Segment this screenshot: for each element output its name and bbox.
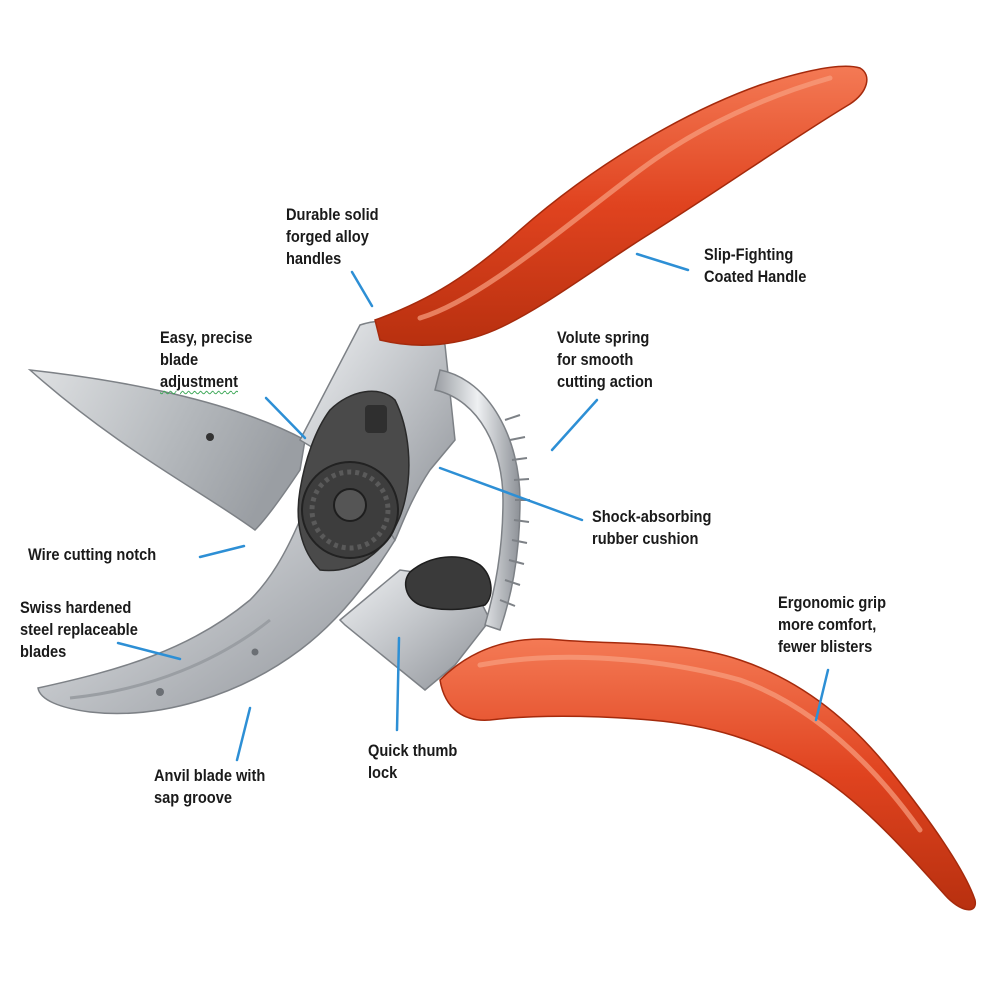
leader-ergonomic-grip (814, 668, 830, 722)
cushion-nub (365, 405, 387, 433)
label-coated-handle: Slip-Fighting Coated Handle (704, 244, 806, 288)
label-forged-handles-line1: Durable solid (286, 205, 379, 224)
leader-shock-cushion (438, 466, 584, 522)
label-shock-cushion: Shock-absorbing rubber cushion (592, 506, 711, 550)
label-anvil-blade: Anvil blade with sap groove (154, 765, 265, 809)
label-swiss-blades: Swiss hardened steel replaceable blades (20, 597, 138, 663)
label-ergonomic-grip-line2: more comfort, (778, 615, 877, 634)
label-forged-handles-line2: forged alloy (286, 227, 369, 246)
leader-blade-adjustment (264, 396, 307, 440)
spring-coils (499, 414, 530, 607)
leader-anvil-blade (235, 706, 252, 762)
label-volute-spring-line1: Volute spring (557, 328, 650, 347)
upper-blade (27, 368, 306, 531)
anvil-rivet-1 (156, 688, 164, 696)
leader-forged-handles (350, 270, 374, 308)
wheel-teeth (309, 469, 391, 551)
label-wire-notch-line1: Wire cutting notch (28, 545, 157, 564)
label-volute-spring-line3: cutting action (557, 372, 653, 391)
label-quick-lock: Quick thumb lock (368, 740, 457, 784)
leader-quick-lock (395, 636, 401, 732)
label-ergonomic-grip: Ergonomic grip more comfort, fewer blist… (778, 592, 886, 658)
label-coated-handle-line1: Slip-Fighting (704, 245, 794, 264)
label-swiss-blades-line3: blades (20, 642, 67, 661)
label-blade-adjustment-line3: adjustment (160, 372, 238, 391)
volute-spring (434, 369, 521, 631)
upper-handle-highlight (417, 75, 833, 321)
label-forged-handles: Durable solid forged alloy handles (286, 204, 379, 270)
lower-handle-highlight (477, 654, 923, 833)
label-anvil-blade-line2: sap groove (154, 788, 233, 807)
blade-rivet (206, 433, 214, 441)
thumb-lock (404, 556, 492, 611)
upper-handle (374, 65, 868, 346)
leader-swiss-blades (116, 641, 182, 661)
label-shock-cushion-line2: rubber cushion (592, 529, 699, 548)
leader-lines (116, 252, 830, 762)
label-blade-adjustment: Easy, precise blade adjustment (160, 327, 252, 393)
sap-groove (69, 618, 271, 700)
label-wire-notch: Wire cutting notch (28, 544, 156, 566)
label-ergonomic-grip-line3: fewer blisters (778, 637, 873, 656)
pivot-bolt (333, 488, 367, 522)
lower-handle (439, 638, 976, 911)
label-swiss-blades-line2: steel replaceable (20, 620, 138, 639)
leader-volute-spring (550, 398, 599, 452)
label-quick-lock-line1: Quick thumb (368, 741, 458, 760)
label-forged-handles-line3: handles (286, 249, 342, 268)
label-quick-lock-line2: lock (368, 763, 398, 782)
label-volute-spring: Volute spring for smooth cutting action (557, 327, 653, 393)
label-blade-adjustment-line2: blade (160, 350, 199, 369)
anvil-rivet-2 (251, 648, 259, 656)
label-ergonomic-grip-line1: Ergonomic grip (778, 593, 887, 612)
leader-coated-handle (635, 252, 690, 272)
label-coated-handle-line2: Coated Handle (704, 267, 807, 286)
label-shock-cushion-line1: Shock-absorbing (592, 507, 712, 526)
label-anvil-blade-line1: Anvil blade with (154, 766, 266, 785)
label-blade-adjustment-line1: Easy, precise (160, 328, 253, 347)
label-swiss-blades-line1: Swiss hardened (20, 598, 132, 617)
label-volute-spring-line2: for smooth (557, 350, 634, 369)
leader-wire-notch (198, 544, 246, 559)
